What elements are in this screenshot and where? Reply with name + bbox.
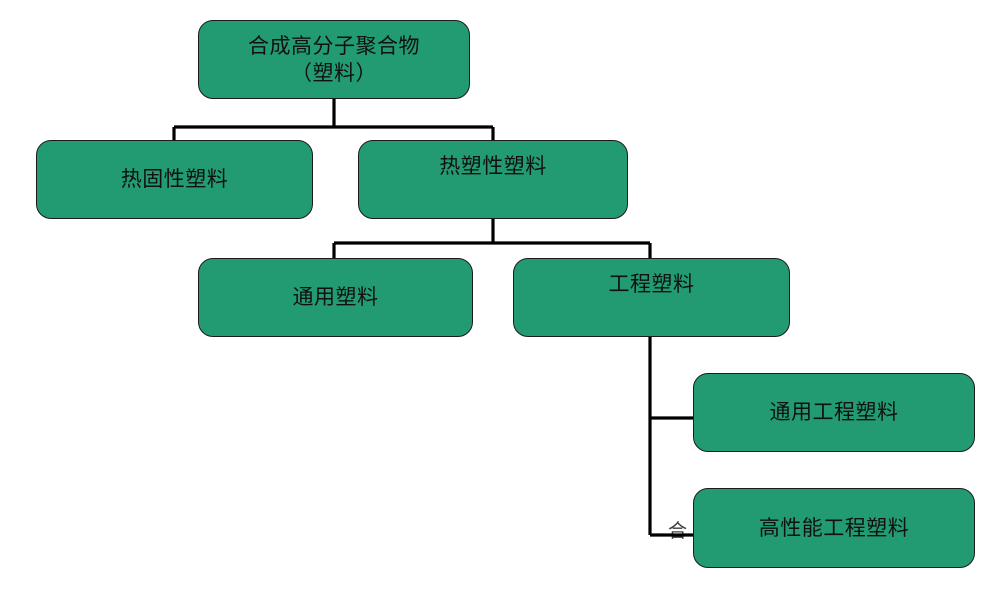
occluded-background-text: 合	[668, 521, 688, 542]
node-general-engineering-plastic[interactable]: 通用工程塑料	[693, 373, 975, 452]
node-general-plastic[interactable]: 通用塑料	[198, 258, 473, 337]
node-thermoplastic-label: 热塑性塑料	[439, 154, 547, 178]
node-general-plastic-label: 通用塑料	[292, 285, 379, 310]
node-general-engineering-plastic-label: 通用工程塑料	[769, 400, 899, 425]
node-thermoplastic[interactable]: 热塑性塑料	[358, 140, 628, 219]
node-thermoset[interactable]: 热固性塑料	[36, 140, 313, 219]
node-thermoset-label: 热固性塑料	[120, 167, 229, 192]
node-engineering-plastic-label: 工程塑料	[608, 272, 695, 296]
node-high-performance-engineering-plastic-label: 高性能工程塑料	[758, 515, 910, 540]
node-root-label: 合成高分子聚合物 （塑料）	[248, 34, 420, 85]
node-root[interactable]: 合成高分子聚合物 （塑料）	[198, 20, 470, 99]
node-engineering-plastic[interactable]: 工程塑料	[513, 258, 790, 337]
node-high-performance-engineering-plastic[interactable]: 高性能工程塑料	[693, 488, 975, 568]
